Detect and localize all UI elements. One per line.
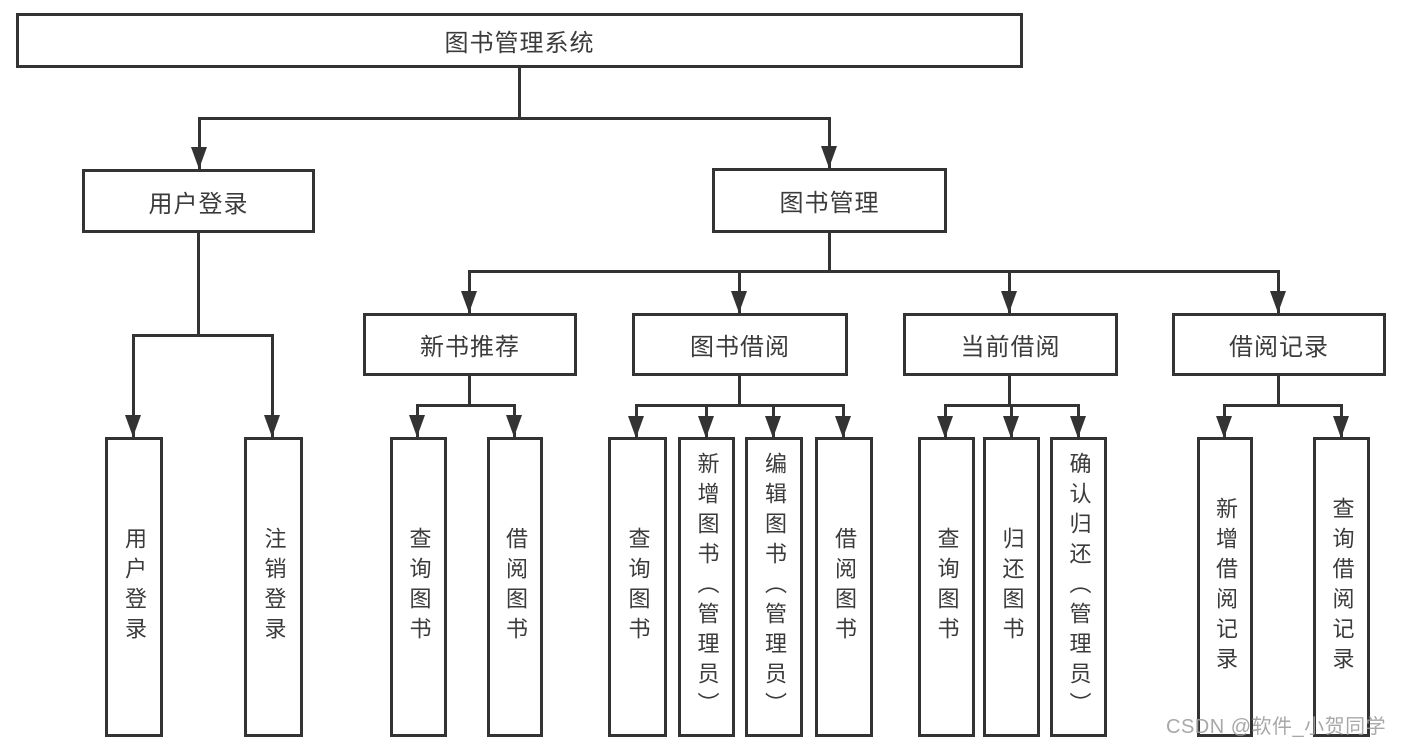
arrow-down-icon bbox=[698, 416, 714, 438]
node-label: 确认归还（管理员） bbox=[1066, 452, 1092, 722]
leaf-edit-books-admin: 编辑图书（管理员） bbox=[745, 437, 803, 737]
node-label: 用户登录 bbox=[148, 190, 249, 218]
connector-line bbox=[636, 404, 844, 407]
leaf-user-login: 用户登录 bbox=[105, 437, 163, 737]
node-book-management: 图书管理 bbox=[712, 168, 947, 233]
csdn-watermark: CSDN @软件_小贺同学 bbox=[1166, 716, 1387, 738]
arrow-down-icon bbox=[125, 415, 141, 437]
node-current-borrow: 当前借阅 bbox=[903, 313, 1118, 376]
arrow-down-icon bbox=[461, 291, 477, 313]
connector-line bbox=[1277, 376, 1280, 406]
leaf-add-books-admin: 新增图书（管理员） bbox=[678, 437, 735, 737]
connector-line bbox=[198, 117, 830, 120]
node-label: 用户登录 bbox=[122, 527, 147, 647]
node-label: 新书推荐 bbox=[420, 334, 520, 361]
arrow-down-icon bbox=[1333, 416, 1349, 438]
connector-line bbox=[1008, 376, 1011, 406]
arrow-down-icon bbox=[1216, 416, 1232, 438]
node-user-login: 用户登录 bbox=[82, 169, 315, 233]
node-book-borrow: 图书借阅 bbox=[632, 313, 848, 376]
leaf-query-books-current: 查询图书 bbox=[918, 437, 975, 737]
arrow-down-icon bbox=[765, 416, 781, 438]
leaf-add-borrow-record: 新增借阅记录 bbox=[1197, 437, 1253, 737]
node-library-system: 图书管理系统 bbox=[16, 13, 1023, 68]
node-label: 图书借阅 bbox=[690, 334, 790, 361]
arrow-down-icon bbox=[937, 416, 953, 438]
leaf-return-books: 归还图书 bbox=[983, 437, 1040, 737]
connector-line bbox=[132, 334, 135, 437]
node-label: 注销登录 bbox=[261, 527, 287, 647]
connector-line bbox=[738, 376, 741, 406]
node-label: 查询图书 bbox=[934, 527, 960, 647]
node-label: 查询图书 bbox=[625, 527, 651, 647]
arrow-down-icon bbox=[506, 415, 522, 437]
arrow-down-icon bbox=[191, 147, 207, 169]
connector-line bbox=[271, 334, 274, 437]
connector-line bbox=[197, 233, 200, 336]
connector-line bbox=[828, 233, 831, 273]
node-label: 查询借阅记录 bbox=[1329, 497, 1355, 677]
leaf-query-borrow-record: 查询借阅记录 bbox=[1313, 437, 1370, 737]
node-label: 归还图书 bbox=[999, 527, 1025, 647]
node-borrow-records: 借阅记录 bbox=[1172, 313, 1386, 376]
node-label: 新增借阅记录 bbox=[1213, 497, 1238, 677]
node-label: 图书管理 bbox=[779, 190, 880, 217]
arrow-down-icon bbox=[821, 146, 837, 168]
connector-line bbox=[1224, 404, 1342, 407]
node-label: 编辑图书（管理员） bbox=[762, 452, 787, 722]
node-label: 图书管理系统 bbox=[444, 30, 595, 57]
arrow-down-icon bbox=[1003, 416, 1019, 438]
leaf-query-books-borrow: 查询图书 bbox=[608, 437, 667, 737]
node-label: 查询图书 bbox=[406, 527, 432, 647]
node-label: 新增图书（管理员） bbox=[694, 452, 720, 722]
node-label: 借阅记录 bbox=[1229, 334, 1329, 361]
leaf-borrow-books: 借阅图书 bbox=[815, 437, 873, 737]
arrow-down-icon bbox=[264, 415, 280, 437]
connector-line bbox=[133, 334, 273, 337]
connector-line bbox=[468, 376, 471, 406]
arrow-down-icon bbox=[1070, 416, 1086, 438]
arrow-down-icon bbox=[409, 415, 425, 437]
connector-line bbox=[518, 68, 521, 118]
node-label: 当前借阅 bbox=[960, 334, 1061, 361]
leaf-borrow-books-recommend: 借阅图书 bbox=[487, 437, 543, 737]
leaf-logout: 注销登录 bbox=[244, 437, 303, 737]
arrow-down-icon bbox=[1001, 291, 1017, 313]
arrow-down-icon bbox=[835, 416, 851, 438]
connector-line bbox=[828, 117, 831, 168]
leaf-query-books-recommend: 查询图书 bbox=[390, 437, 447, 737]
leaf-confirm-return-admin: 确认归还（管理员） bbox=[1050, 437, 1107, 737]
connector-line bbox=[417, 404, 515, 407]
connector-line bbox=[198, 117, 201, 169]
arrow-down-icon bbox=[1270, 291, 1286, 313]
node-label: 借阅图书 bbox=[832, 527, 857, 647]
node-new-book-recommend: 新书推荐 bbox=[363, 313, 577, 376]
arrow-down-icon bbox=[731, 291, 747, 313]
arrow-down-icon bbox=[628, 416, 644, 438]
connector-line bbox=[469, 270, 1279, 273]
node-label: 借阅图书 bbox=[503, 527, 528, 647]
